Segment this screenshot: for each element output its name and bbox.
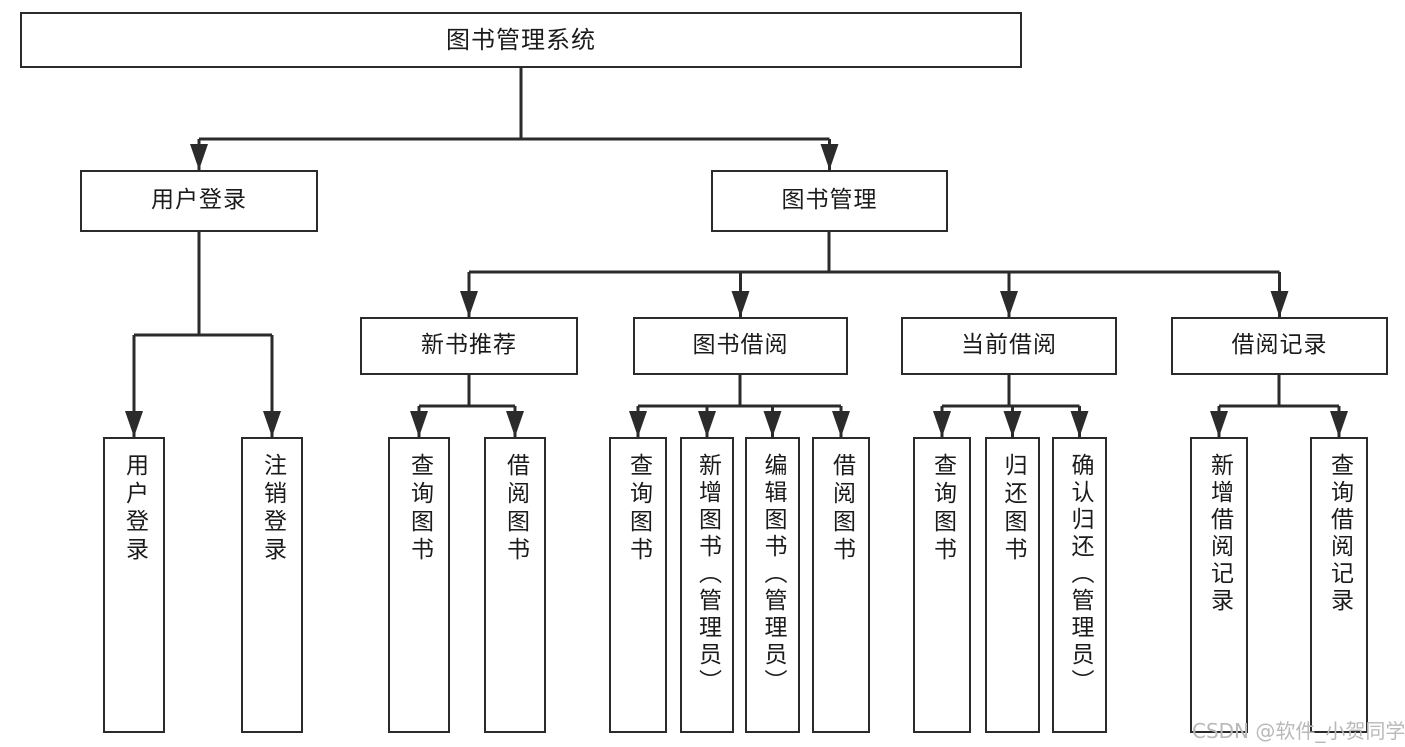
node-label: 确认归还（管理员） — [1067, 453, 1093, 696]
node-leaf-user-login[interactable]: 用户登录 — [103, 437, 165, 733]
node-label: 查询图书 — [929, 453, 956, 565]
node-book-management[interactable]: 图书管理 — [711, 170, 948, 232]
node-leaf-borrow-book-recommend[interactable]: 借阅图书 — [484, 437, 546, 733]
node-leaf-query-book-current[interactable]: 查询图书 — [913, 437, 971, 733]
edge-arrowhead — [1270, 291, 1289, 317]
node-borrow-record[interactable]: 借阅记录 — [1171, 317, 1388, 375]
node-leaf-query-borrow-record[interactable]: 查询借阅记录 — [1310, 437, 1368, 733]
node-label: 图书管理系统 — [446, 25, 596, 54]
node-label: 用户登录 — [151, 187, 247, 214]
node-book-borrow[interactable]: 图书借阅 — [633, 317, 848, 375]
edge-arrowhead — [698, 411, 716, 437]
edge-arrowhead — [1003, 411, 1022, 437]
node-leaf-query-book-recommend[interactable]: 查询图书 — [388, 437, 450, 733]
node-new-book-recommend[interactable]: 新书推荐 — [360, 317, 578, 375]
node-current-borrow[interactable]: 当前借阅 — [901, 317, 1117, 375]
edge-arrowhead — [933, 411, 951, 437]
edge-arrowhead — [1330, 411, 1348, 437]
edge-arrowhead — [1000, 291, 1018, 317]
node-label: 图书管理 — [781, 187, 878, 214]
node-root[interactable]: 图书管理系统 — [20, 12, 1022, 68]
edge-arrowhead — [832, 411, 850, 437]
node-leaf-edit-book[interactable]: 编辑图书（管理员） — [745, 437, 800, 733]
edge-arrowhead — [263, 411, 281, 437]
node-label: 当前借阅 — [961, 332, 1057, 359]
node-label: 借阅图书 — [828, 453, 855, 565]
node-label: 借阅记录 — [1231, 332, 1328, 359]
node-label: 查询图书 — [625, 453, 652, 565]
edge-arrowhead — [731, 291, 750, 317]
edge-arrowhead — [506, 411, 524, 437]
edge-arrowhead — [1210, 411, 1228, 437]
node-label: 用户登录 — [121, 453, 148, 565]
node-label: 查询借阅记录 — [1326, 453, 1353, 615]
node-label: 查询图书 — [406, 453, 433, 565]
node-label: 新书推荐 — [421, 332, 517, 359]
node-leaf-confirm-return[interactable]: 确认归还（管理员） — [1052, 437, 1107, 733]
node-label: 借阅图书 — [502, 453, 529, 565]
edge-arrowhead — [763, 411, 782, 437]
edge-arrowhead — [820, 144, 839, 170]
node-label: 归还图书 — [1000, 453, 1026, 565]
edge-arrowhead — [460, 291, 478, 317]
edge-arrowhead — [190, 144, 208, 170]
edge-arrowhead — [1070, 411, 1089, 437]
csdn-watermark: CSDN @软件_小贺同学 — [1192, 719, 1405, 743]
node-leaf-return-book[interactable]: 归还图书 — [985, 437, 1040, 733]
node-leaf-user-logout[interactable]: 注销登录 — [241, 437, 303, 733]
node-label: 编辑图书（管理员） — [760, 453, 786, 696]
node-leaf-add-book[interactable]: 新增图书（管理员） — [680, 437, 734, 733]
node-leaf-query-book-borrow[interactable]: 查询图书 — [609, 437, 667, 733]
edge-arrowhead — [629, 411, 647, 437]
node-leaf-add-borrow-record[interactable]: 新增借阅记录 — [1190, 437, 1248, 733]
node-label: 注销登录 — [259, 453, 286, 565]
node-label: 新增图书（管理员） — [694, 453, 721, 696]
edge-arrowhead — [125, 411, 143, 437]
node-label: 新增借阅记录 — [1206, 453, 1233, 615]
node-user-login[interactable]: 用户登录 — [80, 170, 318, 232]
node-label: 图书借阅 — [692, 332, 789, 359]
edge-arrowhead — [410, 411, 428, 437]
node-leaf-borrow-book[interactable]: 借阅图书 — [812, 437, 870, 733]
